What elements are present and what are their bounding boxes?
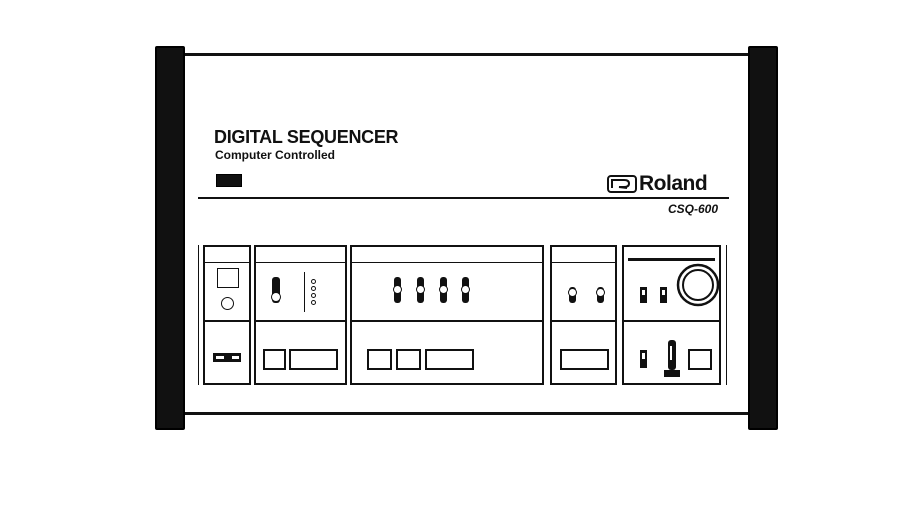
module-divider	[552, 320, 615, 322]
module-divider	[624, 320, 719, 322]
channel-switch-4[interactable]	[461, 277, 470, 303]
lever-icon[interactable]	[662, 338, 682, 382]
tempo-button-small[interactable]	[263, 349, 286, 370]
left-side-cheek	[155, 46, 185, 430]
mode-switch-1[interactable]	[568, 287, 577, 303]
channel-switch-knob	[416, 285, 425, 294]
tempo-button-wide[interactable]	[289, 349, 338, 370]
channel-switch-2[interactable]	[416, 277, 425, 303]
module-channels	[350, 245, 544, 385]
module-divider	[552, 262, 615, 263]
module-divider	[352, 262, 542, 263]
module-divider	[205, 320, 249, 322]
led-indicator	[311, 286, 316, 291]
square-button[interactable]	[217, 268, 239, 288]
toggle-switch-knob	[271, 292, 281, 302]
channel-switch-knob	[439, 285, 448, 294]
toggle-switch[interactable]	[271, 277, 281, 303]
channel-button-1[interactable]	[367, 349, 392, 370]
control-switch-3[interactable]	[640, 350, 647, 368]
channel-switch-knob	[461, 285, 470, 294]
module-divider	[256, 320, 345, 322]
power-indicator-icon	[216, 174, 242, 187]
mode-switch-knob	[568, 288, 577, 297]
slide-switch-track-right	[232, 356, 239, 359]
dial-knob-icon[interactable]	[676, 263, 720, 307]
brand-name: Roland	[639, 172, 708, 195]
modules-left-edge	[198, 245, 199, 385]
right-side-cheek	[748, 46, 778, 430]
module-divider	[256, 262, 345, 263]
module-mode	[550, 245, 617, 385]
mode-switch-knob	[596, 288, 605, 297]
control-switch-slot	[642, 353, 645, 359]
panel-subtitle: Computer Controlled	[215, 148, 335, 162]
modules-right-edge	[726, 245, 727, 385]
channel-button-wide[interactable]	[425, 349, 474, 370]
slide-switch-track-left	[216, 356, 224, 359]
channel-switch-knob	[393, 285, 402, 294]
panel-title: DIGITAL SEQUENCER	[214, 127, 399, 147]
led-indicator	[311, 279, 316, 284]
channel-switch-1[interactable]	[393, 277, 402, 303]
mode-switch-2[interactable]	[596, 287, 605, 303]
module-power	[203, 245, 251, 385]
module-divider	[628, 258, 715, 261]
control-button[interactable]	[688, 349, 712, 370]
roland-logo-icon	[607, 175, 637, 193]
module-divider	[205, 262, 249, 263]
header-divider	[198, 197, 729, 199]
control-switch-slot	[642, 290, 645, 295]
slide-switch[interactable]	[213, 353, 241, 362]
vertical-separator	[304, 272, 305, 312]
roland-logo: Roland	[607, 172, 727, 196]
control-switch-slot	[662, 290, 665, 295]
mode-button[interactable]	[560, 349, 609, 370]
module-tempo	[254, 245, 347, 385]
channel-button-2[interactable]	[396, 349, 421, 370]
module-divider	[352, 320, 542, 322]
control-switch-1[interactable]	[640, 287, 647, 303]
control-switch-2[interactable]	[660, 287, 667, 303]
round-knob[interactable]	[221, 297, 234, 310]
led-indicator	[311, 300, 316, 305]
channel-switch-3[interactable]	[439, 277, 448, 303]
model-number: CSQ-600	[668, 202, 719, 216]
module-control	[622, 245, 721, 385]
led-indicator	[311, 293, 316, 298]
